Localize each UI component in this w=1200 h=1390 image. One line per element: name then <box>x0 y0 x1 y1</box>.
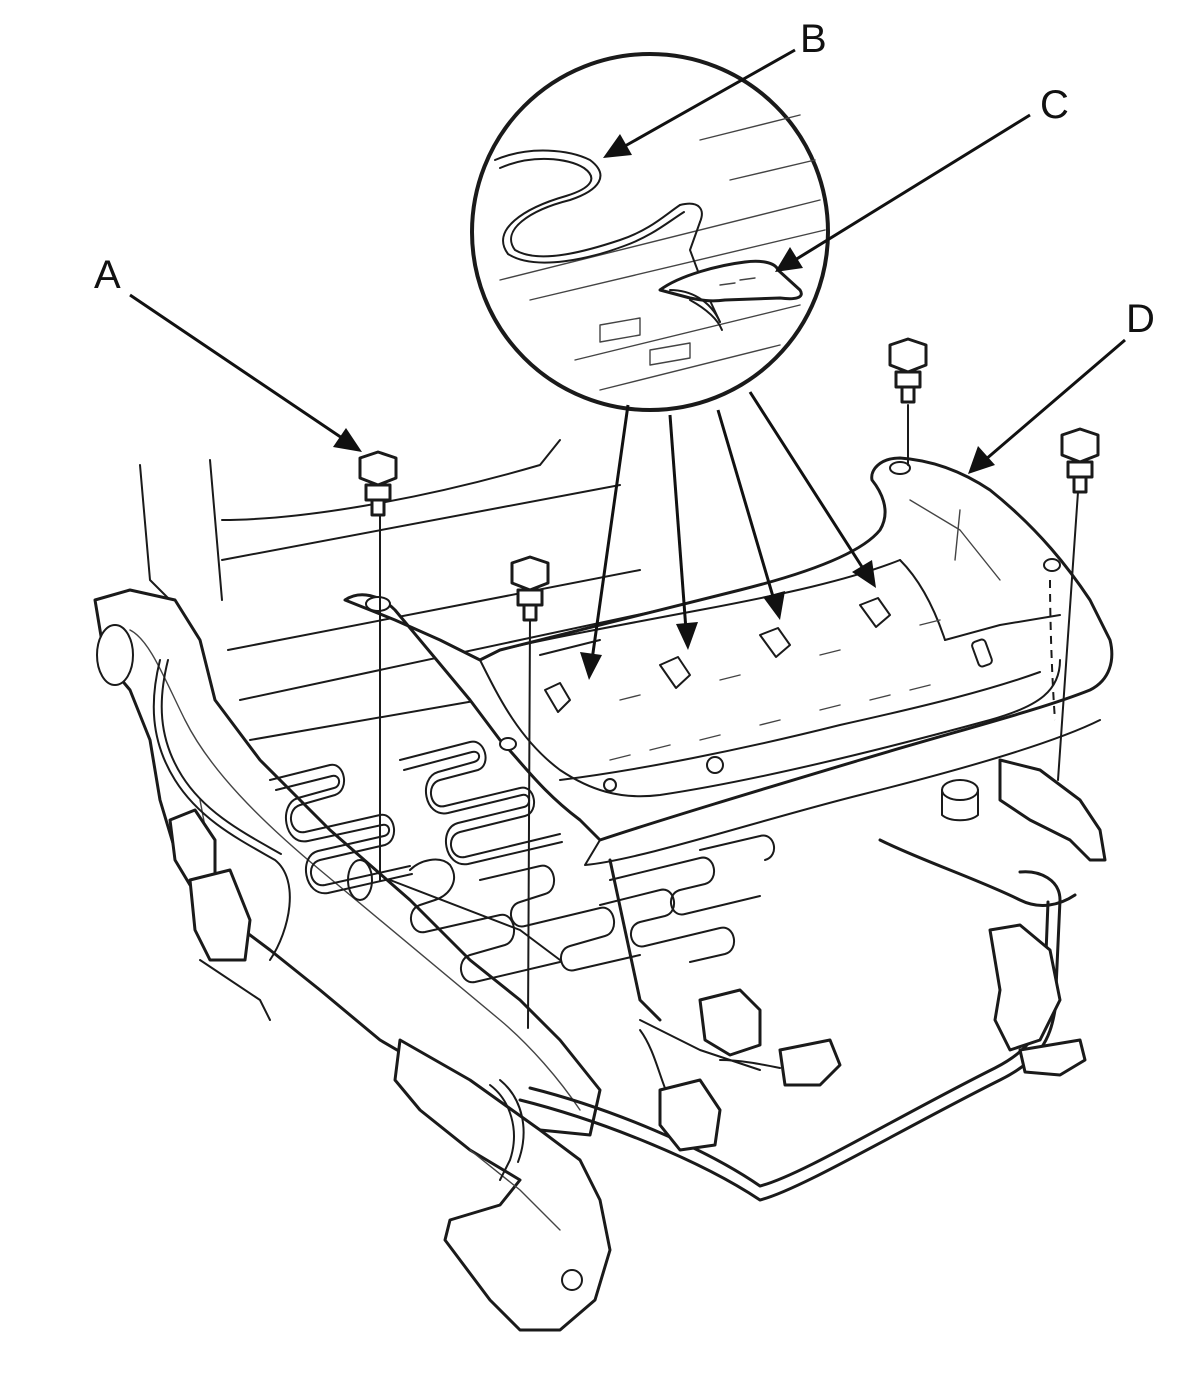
seat-springs <box>269 740 775 984</box>
leader-c <box>775 113 1031 272</box>
detail-arrow-2 <box>668 414 698 650</box>
detail-arrow-3 <box>716 409 785 620</box>
seat-cushion-pan <box>343 456 1114 866</box>
callout-label-d: D <box>1126 297 1155 341</box>
detail-arrow-4 <box>748 391 876 588</box>
callout-label-b: B <box>800 17 827 61</box>
bolt-2 <box>510 555 550 1029</box>
bolt-3 <box>888 337 928 466</box>
detail-magnifier <box>470 52 830 412</box>
leader-a <box>129 293 362 452</box>
callout-label-c: C <box>1040 83 1069 127</box>
leader-d <box>968 338 1126 474</box>
detail-arrow-1 <box>580 404 630 680</box>
left-seat-rail-frame <box>93 588 602 1137</box>
pivot-knob <box>941 779 979 822</box>
bolt-1 <box>358 450 398 881</box>
seat-underframe <box>518 758 1107 1202</box>
leader-b <box>603 48 796 158</box>
callout-label-a: A <box>94 253 121 297</box>
bolt-4 <box>1057 427 1100 781</box>
seat-slide-rail <box>393 1038 612 1332</box>
